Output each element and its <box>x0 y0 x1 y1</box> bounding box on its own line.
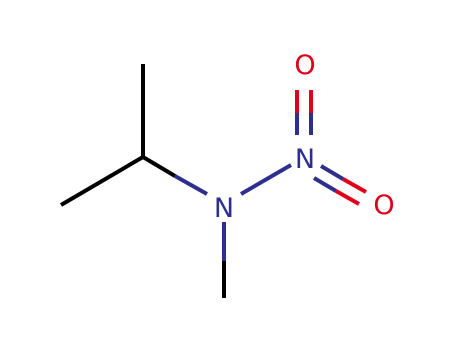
atom-o-right: O <box>373 190 394 221</box>
atom-n-nitro: N <box>295 144 315 175</box>
bond-n-nitro-o-right-line1-oxygen <box>342 177 367 194</box>
atom-o-top: O <box>294 50 315 81</box>
bond-n-nitro-o-right-line2-oxygen <box>335 189 360 206</box>
bond-n-nitro-o-right-line1-nitrogen <box>319 164 345 181</box>
atom-n-amine: N <box>214 193 234 224</box>
bonds-group <box>59 64 367 298</box>
bond-methine-n-amine-nitrogen-half <box>174 174 208 196</box>
atom-labels-group: N N O O <box>214 50 395 224</box>
bond-n-nitro-o-right-line2-nitrogen <box>312 176 338 193</box>
bond-methine-n-amine-carbon-half <box>141 155 177 178</box>
bond-methine-methyl-left <box>59 155 145 207</box>
bond-n-amine-n-nitro <box>239 163 293 196</box>
